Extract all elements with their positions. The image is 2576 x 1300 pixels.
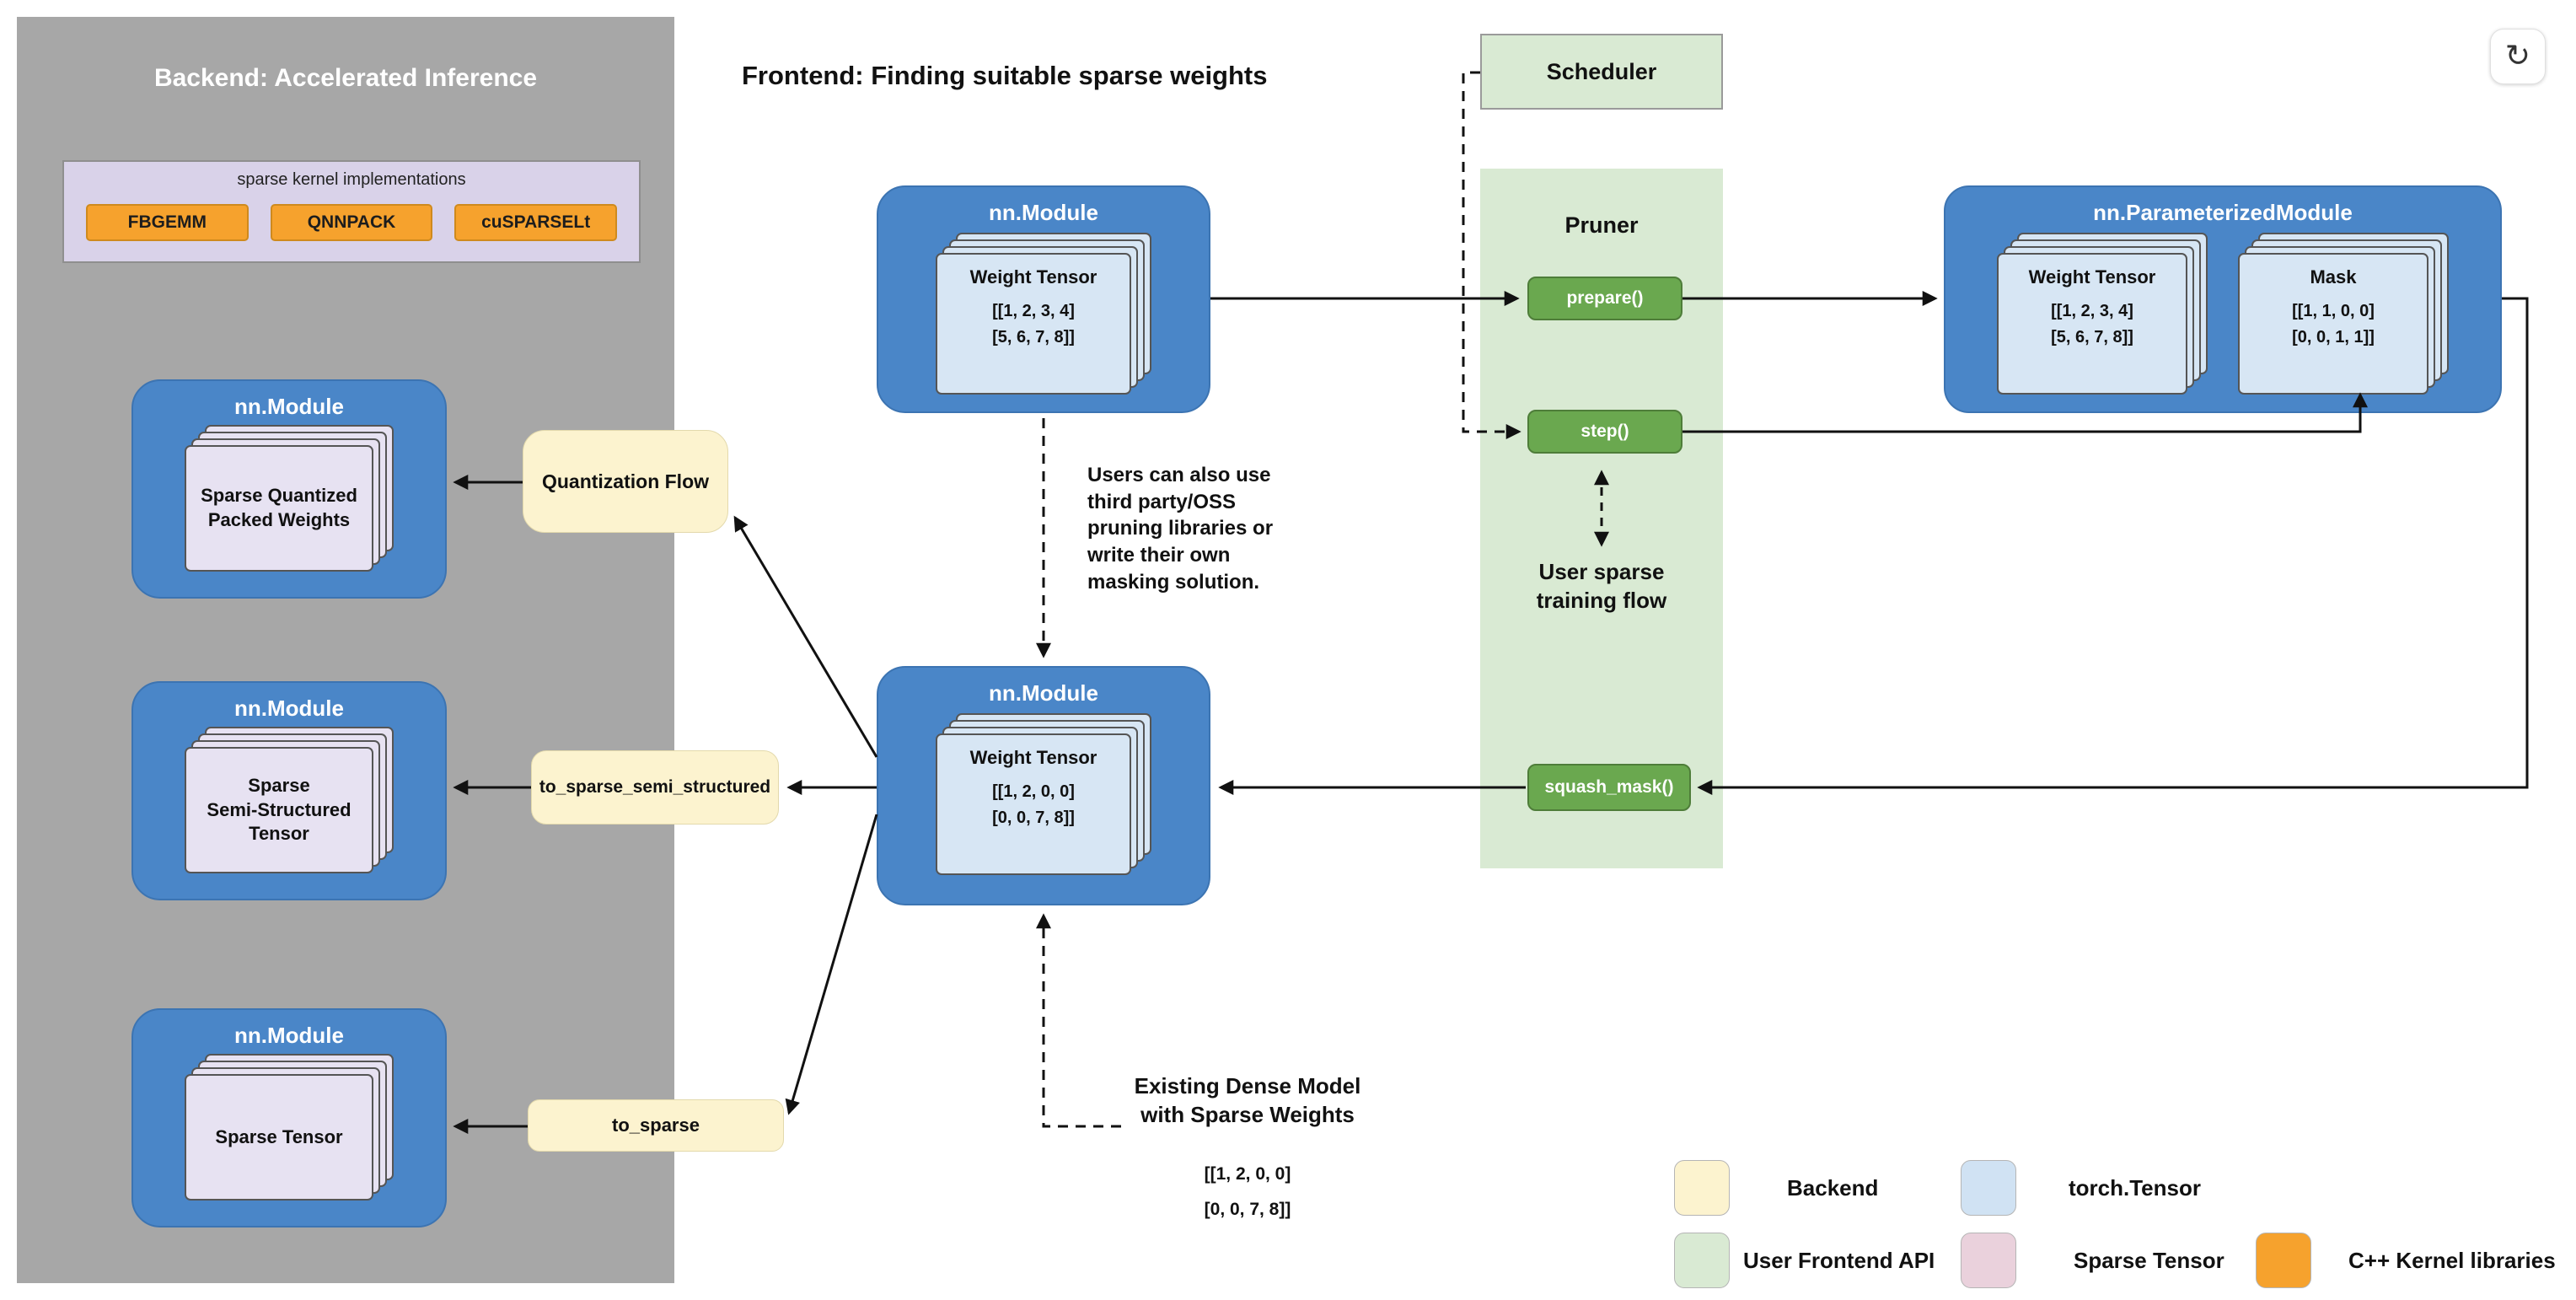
module-title: nn.Module [234, 696, 344, 721]
scheduler-box: Scheduler [1480, 34, 1723, 110]
existing-dense-model-matrix: [[1, 2, 0, 0] [0, 0, 7, 8]] [1204, 1164, 1291, 1219]
refresh-button[interactable]: ↻ [2490, 29, 2546, 84]
tensor-stack: Sparse Quantized Packed Weights [185, 425, 394, 572]
tensor-label: Mask [2310, 266, 2357, 287]
legend-swatch-sparse-tensor [1961, 1233, 2016, 1288]
refresh-icon: ↻ [2504, 39, 2531, 73]
tensor-label: Sparse Semi-Structured Tensor [207, 775, 352, 845]
kernel-qnnpack: QNNPACK [270, 204, 433, 241]
legend-swatch-user-frontend-api [1674, 1233, 1730, 1288]
arrow-annotation-to-sparse-module [1036, 913, 1121, 1128]
legend-swatch-torch-tensor [1961, 1160, 2016, 1216]
tensor-matrix: [[1, 1, 0, 0] [0, 0, 1, 1]] [2292, 302, 2375, 346]
stack-card-front: Sparse Tensor [185, 1074, 373, 1201]
prepare-button: prepare() [1527, 277, 1682, 320]
module-title: nn.Module [989, 680, 1098, 706]
legend-item-cpp-kernel: C++ Kernel libraries [2256, 1233, 2556, 1288]
module-title: nn.Module [234, 1023, 344, 1048]
module-sparse-weights: nn.Module Weight Tensor [[1, 2, 0, 0] [0… [877, 666, 1210, 905]
legend-label: Backend [1787, 1174, 1879, 1201]
stack-card-front: Weight Tensor [[1, 2, 3, 4] [5, 6, 7, 8]… [936, 253, 1131, 395]
kernel-fbgemm: FBGEMM [86, 204, 249, 241]
to-sparse-box: to_sparse [528, 1099, 784, 1152]
stack-card-front: Mask [[1, 1, 0, 0] [0, 0, 1, 1]] [2238, 253, 2428, 395]
stack-card-front: Sparse Quantized Packed Weights [185, 445, 373, 572]
module-parameterized: nn.ParameterizedModule Weight Tensor [[1… [1944, 185, 2502, 413]
existing-dense-model-label: Existing Dense Model with Sparse Weights [1134, 1073, 1361, 1127]
legend-item-sparse-tensor: Sparse Tensor [1961, 1233, 2224, 1288]
tensor-matrix: [[1, 2, 3, 4] [5, 6, 7, 8]] [992, 302, 1075, 346]
tensor-stack: Weight Tensor [[1, 2, 3, 4] [5, 6, 7, 8]… [936, 233, 1151, 395]
stack-card-front: Weight Tensor [[1, 2, 3, 4] [5, 6, 7, 8]… [1997, 253, 2187, 395]
stack-card-front: Sparse Semi-Structured Tensor [185, 747, 373, 873]
module-title: nn.ParameterizedModule [2093, 200, 2353, 225]
tensor-label: Sparse Tensor [215, 1125, 343, 1147]
tensor-matrix: [[1, 2, 0, 0] [0, 0, 7, 8]] [992, 782, 1075, 827]
tensor-matrix: [[1, 2, 3, 4] [5, 6, 7, 8]] [2051, 302, 2133, 346]
arrow-sparse-to-quantization [733, 515, 878, 758]
tensor-label: Weight Tensor [969, 747, 1097, 768]
tensor-label: Sparse Quantized Packed Weights [201, 485, 357, 530]
tensor-stack: Sparse Semi-Structured Tensor [185, 727, 394, 873]
module-sparse-semi-structured: nn.Module Sparse Semi-Structured Tensor [131, 681, 447, 900]
legend-label: torch.Tensor [2069, 1174, 2201, 1201]
third-party-note: Users can also use third party/OSS pruni… [1087, 464, 1274, 594]
tensor-label: Weight Tensor [969, 266, 1097, 287]
arrow-sparse-to-tosparse [785, 814, 878, 1115]
module-sparse-tensor: nn.Module Sparse Tensor [131, 1008, 447, 1227]
tensor-stack: Sparse Tensor [185, 1054, 394, 1201]
to-sparse-semi-structured-box: to_sparse_semi_structured [531, 750, 779, 825]
legend-item-backend: Backend [1674, 1160, 1878, 1216]
parameterized-stacks-row: Weight Tensor [[1, 2, 3, 4] [5, 6, 7, 8]… [1997, 233, 2449, 395]
squash-mask-button: squash_mask() [1527, 764, 1691, 811]
stack-card-front: Weight Tensor [[1, 2, 0, 0] [0, 0, 7, 8]… [936, 733, 1131, 875]
legend-item-user-frontend-api: User Frontend API [1674, 1233, 1935, 1288]
legend-label: Sparse Tensor [2074, 1247, 2224, 1273]
legend-swatch-backend [1674, 1160, 1730, 1216]
sparse-kernel-label: sparse kernel implementations [237, 170, 466, 189]
module-dense-weights: nn.Module Weight Tensor [[1, 2, 3, 4] [5… [877, 185, 1210, 413]
legend-swatch-cpp-kernel [2256, 1233, 2311, 1288]
quantization-flow-box: Quantization Flow [523, 430, 728, 533]
tensor-stack: Weight Tensor [[1, 2, 0, 0] [0, 0, 7, 8]… [936, 713, 1151, 875]
sparse-kernel-box: sparse kernel implementations FBGEMM QNN… [62, 160, 641, 263]
module-sparse-quantized: nn.Module Sparse Quantized Packed Weight… [131, 379, 447, 599]
module-title: nn.Module [234, 394, 344, 419]
step-button: step() [1527, 410, 1682, 454]
legend-item-torch-tensor: torch.Tensor [1961, 1160, 2201, 1216]
frontend-title: Frontend: Finding suitable sparse weight… [742, 61, 1268, 90]
user-sparse-training-flow-note: User sparse training flow [1536, 559, 1667, 613]
pruner-title: Pruner [1564, 212, 1639, 238]
mask-tensor-stack: Mask [[1, 1, 0, 0] [0, 0, 1, 1]] [2238, 233, 2449, 395]
legend-label: User Frontend API [1743, 1247, 1935, 1273]
pruner-panel: Pruner prepare() step() squash_mask() Us… [1480, 169, 1723, 868]
kernel-row: FBGEMM QNNPACK cuSPARSELt [86, 204, 618, 241]
legend-label: C++ Kernel libraries [2348, 1247, 2556, 1273]
module-title: nn.Module [989, 200, 1098, 225]
kernel-cusparselt: cuSPARSELt [454, 204, 618, 241]
backend-title: Backend: Accelerated Inference [153, 64, 538, 92]
tensor-label: Weight Tensor [2028, 266, 2156, 287]
weight-tensor-stack: Weight Tensor [[1, 2, 3, 4] [5, 6, 7, 8]… [1997, 233, 2208, 395]
